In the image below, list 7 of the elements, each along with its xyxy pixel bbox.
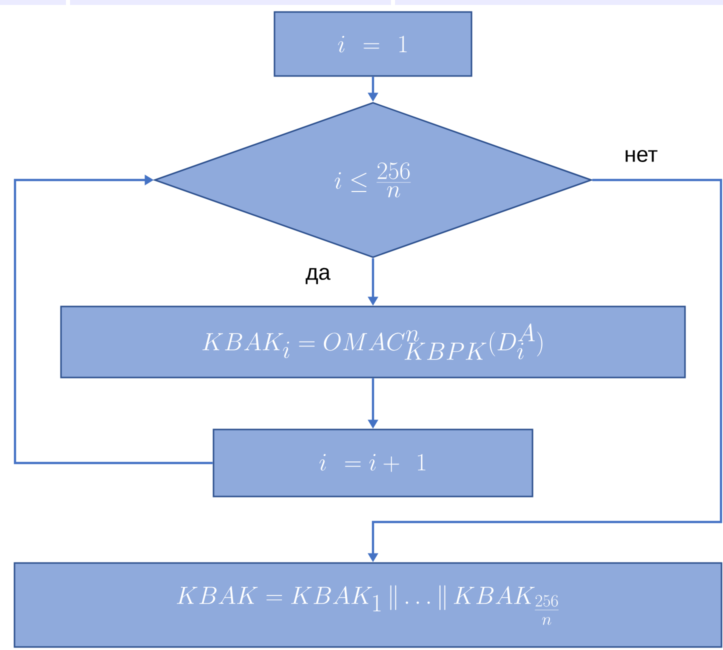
arrow	[14, 174, 213, 464]
process-box: $KBAK_i = OMAC^{n}_{KBPK}(D^{A}_{i})$	[60, 306, 686, 378]
process-box: $i\ = i +\ 1$	[212, 428, 534, 498]
edge-label: да	[306, 268, 330, 284]
edge-label: нет	[626, 150, 658, 162]
process-box: $i\ =\ 1$	[274, 11, 472, 77]
process-box: $KBAK = KBAK_1 \,\|\ldots\|\, KBAK_{\frac{256}{n}}$	[14, 562, 722, 648]
